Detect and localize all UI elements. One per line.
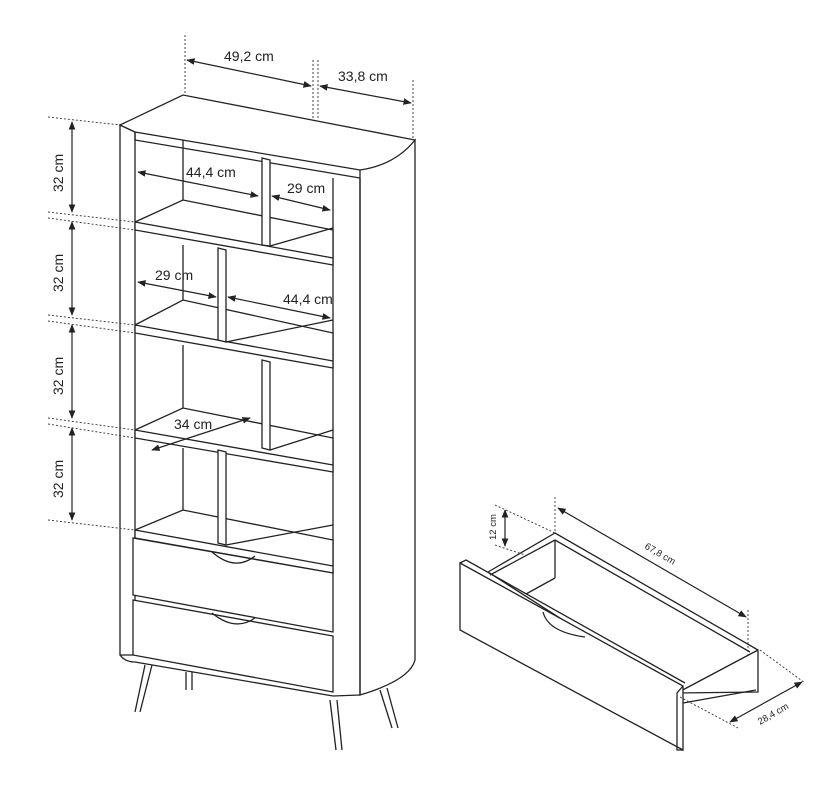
drawer-front-lower [132,599,334,693]
top-panel [118,94,417,171]
drawer-handle [542,611,586,638]
height-label-1: 32 cm [50,154,66,192]
drawer-height-label: 12 cm [488,514,499,540]
height-label-4: 32 cm [50,460,66,498]
shelf1-left-width-label: 44,4 cm [186,164,236,180]
drawer-handle [211,612,256,625]
leg [379,689,393,729]
leg [329,699,337,751]
bookcase-drawing [118,94,417,751]
leg [134,664,146,713]
height-label-3: 32 cm [50,357,66,395]
depth-label: 33,8 cm [338,68,388,84]
shelf2-left-width-label: 29 cm [155,267,193,283]
drawer-handle [211,551,256,564]
shelf1-right-width-label: 29 cm [287,180,325,196]
shelf3-depth-label: 34 cm [174,416,212,432]
drawer-drawing: 12 cm 67,8 cm 28,4 cm [459,497,806,752]
shelves [134,199,334,574]
shelf2-right-width-label: 44,4 cm [283,291,333,307]
bookcase-dimensions: 49,2 cm 33,8 cm 44,4 cm 29 cm 29 cm 44,4… [47,35,414,531]
dividers [217,157,334,546]
width-label: 49,2 cm [224,48,274,64]
height-label-2: 32 cm [50,254,66,292]
drawer-front-upper [132,537,334,633]
right-side-panel [359,138,416,696]
drawer-length-label: 67,8 cm [643,541,678,567]
